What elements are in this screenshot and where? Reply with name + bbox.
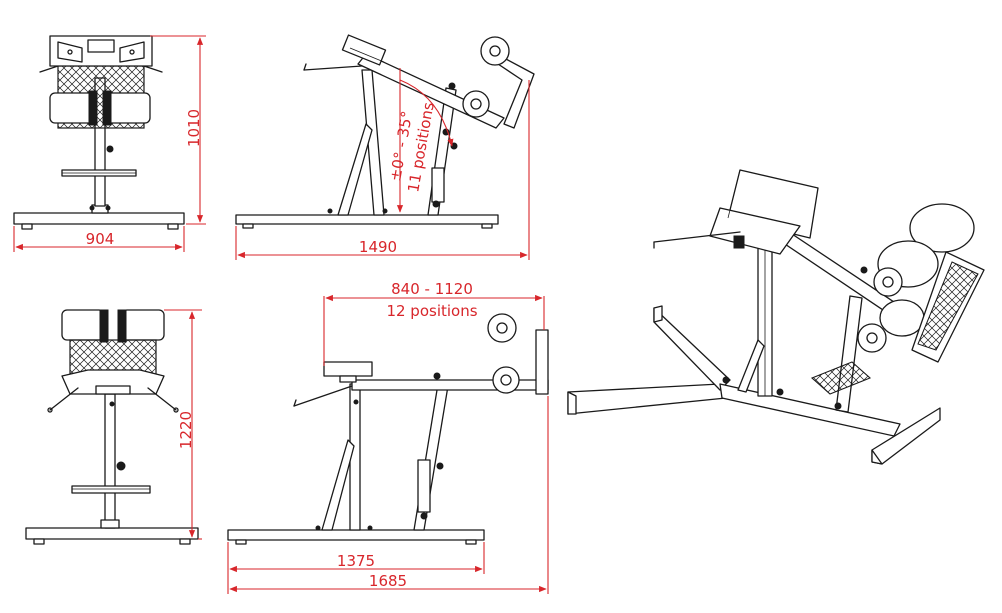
back-height-label: 1220 xyxy=(177,411,195,449)
extended-range-label-1: 840 - 1120 xyxy=(391,280,473,298)
front-view: 1010 904 xyxy=(13,35,206,252)
side-view: ±0° - 35° 11 positions 1490 xyxy=(235,34,535,260)
back-view: 1220 xyxy=(25,309,202,545)
side-view-extended: 840 - 1120 12 positions 1375 1685 xyxy=(227,280,549,594)
front-height-label: 1010 xyxy=(185,109,203,147)
extended-range-label-2: 12 positions xyxy=(386,302,477,320)
front-width-label: 904 xyxy=(86,230,115,248)
isometric-view xyxy=(567,169,985,465)
side-length-label: 1490 xyxy=(359,238,397,256)
extended-total-length-label: 1685 xyxy=(369,572,407,590)
extended-inner-length-label: 1375 xyxy=(337,552,375,570)
